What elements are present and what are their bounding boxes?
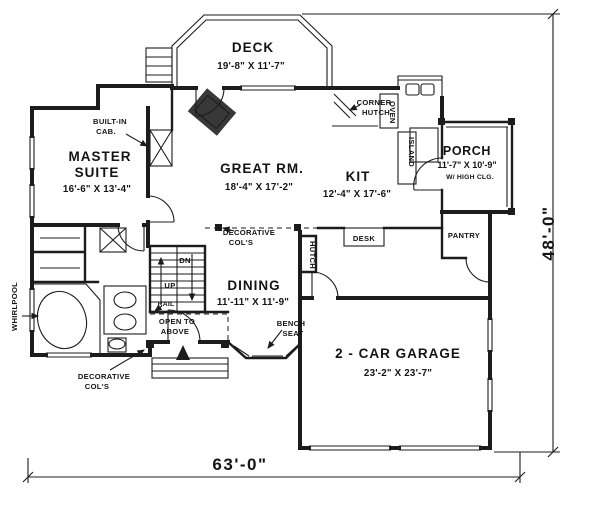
entry-stoop [151, 357, 229, 379]
island-counter [397, 131, 417, 185]
garage-dims: 23'-2" X 23'-7" [364, 368, 432, 379]
rail-label: RAIL [158, 301, 175, 308]
bench-seat-label-1: BENCH [277, 319, 306, 328]
toilet [107, 337, 127, 353]
corner-hutch-label-1: CORNER [357, 98, 392, 107]
porch-label: PORCH [443, 144, 491, 158]
master-dims: 16'-6" X 13'-4" [63, 184, 131, 195]
desk-shape [343, 227, 385, 247]
great-room-label: GREAT RM. [220, 161, 304, 176]
open-to-above-label-1: OPEN TO [159, 317, 195, 326]
built-in-cab-label-1: BUILT-IN [93, 117, 127, 126]
great-room-dims: 18'-4" X 17'-2" [225, 182, 293, 193]
porch-post-2 [508, 118, 515, 125]
porch-note: W/ HIGH CLG. [446, 174, 494, 181]
hutch-label: HUTCH [308, 241, 317, 269]
decorative-cols-upper-2: COL'S [229, 238, 253, 247]
kitchen-dims: 12'-4" X 17'-6" [323, 189, 391, 200]
linen-closet [99, 227, 127, 253]
island-label: ISLAND [407, 137, 416, 167]
fixtures [34, 83, 515, 379]
leaders [22, 104, 361, 371]
decorative-cols-lower-2: COL'S [85, 382, 109, 391]
desk-label: DESK [353, 234, 376, 243]
tub-platform [34, 283, 101, 353]
oven-cabinet [379, 93, 399, 129]
dimension-lines [22, 8, 560, 483]
oven-label: OVEN [388, 101, 397, 124]
decorative-cols-upper-1: DECORATIVE [223, 228, 275, 237]
overall-width-dim: 63'-0" [212, 455, 267, 474]
deck-label: DECK [232, 40, 274, 55]
garage-label: 2 - CAR GARAGE [335, 346, 461, 361]
entry-column-right [221, 340, 229, 348]
porch-post-1 [438, 118, 445, 125]
porch-dims: 11'-7" X 10'-9" [437, 160, 496, 170]
kitchen-label: KIT [346, 169, 371, 184]
corner-hutch-label-2: HUTCH [362, 108, 390, 117]
dining-label: DINING [227, 278, 280, 293]
dn-label: DN [179, 256, 191, 265]
deck-outline [145, 14, 333, 88]
windows [29, 85, 508, 451]
vanity [103, 285, 147, 335]
entry-column-left [146, 340, 154, 348]
master-label-1: MASTER [69, 149, 132, 164]
front-door-marker [176, 345, 190, 360]
decorative-cols-lower-1: DECORATIVE [78, 372, 130, 381]
master-label-2: SUITE [75, 165, 120, 180]
refrigerator [409, 127, 439, 163]
corner-hutch-shape [333, 93, 357, 119]
up-label: UP [164, 281, 175, 290]
deck-dims: 19'-8" X 11'-7" [217, 61, 285, 72]
whirlpool-label: WHIRLPOOL [10, 282, 19, 331]
stairs [148, 244, 207, 314]
labels: DECK 19'-8" X 11'-7" MASTER SUITE 16'-6"… [10, 40, 558, 474]
bench-seat-label-2: SEAT [283, 329, 304, 338]
overall-height-dim: 48'-0" [539, 205, 558, 260]
dining-dims: 11'-11" X 11'-9" [217, 297, 289, 308]
open-to-above-label-2: ABOVE [161, 327, 190, 336]
pantry-label: PANTRY [448, 231, 480, 240]
built-in-cabinet [149, 129, 173, 167]
whirlpool-tub [36, 290, 88, 350]
porch-post-3 [508, 208, 515, 215]
built-in-cab-label-2: CAB. [96, 127, 116, 136]
fireplace [187, 88, 237, 136]
